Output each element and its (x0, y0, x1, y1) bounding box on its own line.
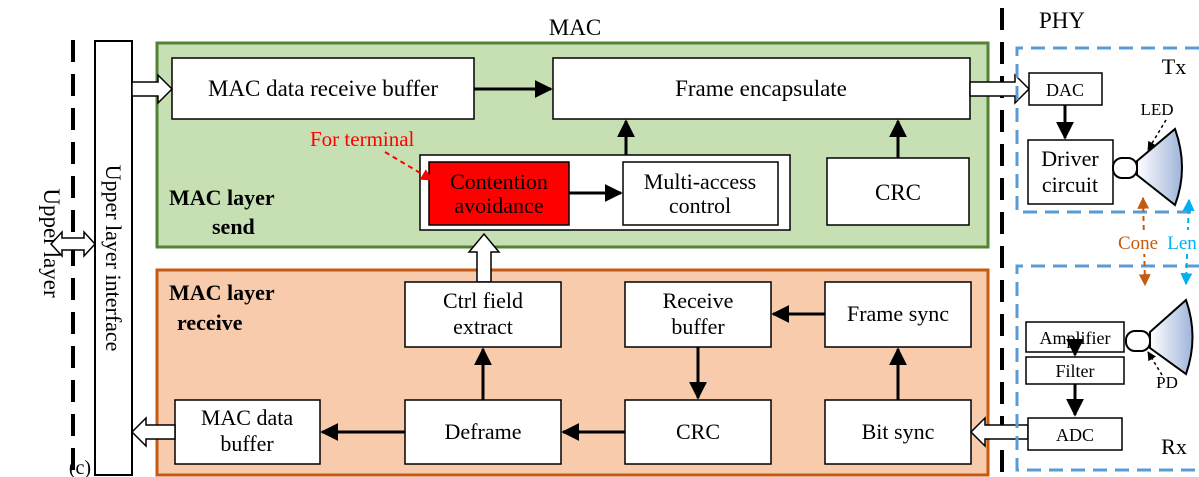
driver-circuit-line2: circuit (1042, 172, 1098, 197)
bit-sync-label: Bit sync (862, 419, 935, 444)
frame-encapsulate-label: Frame encapsulate (675, 76, 847, 101)
deframe-box (404, 399, 562, 465)
multi-access-control-line2: control (669, 193, 731, 218)
driver-circuit-line1: Driver (1041, 146, 1099, 171)
bit-sync-box (824, 399, 972, 465)
filter-label: Filter (1056, 361, 1095, 381)
adc-box (1027, 417, 1123, 451)
hollow-arrow-interface-to-send (131, 73, 174, 105)
contention-avoidance-line2: avoidance (454, 193, 543, 218)
ctrl-field-extract-line1: Ctrl field (443, 288, 523, 313)
phy-tx-label: Tx (1162, 54, 1186, 79)
pd-lens (1149, 298, 1194, 376)
len-label-bg (1165, 230, 1199, 254)
multi-access-control-box (622, 161, 779, 226)
adc-label: ADC (1056, 425, 1094, 445)
pd-detector (1125, 330, 1151, 352)
mac-data-buffer-line1: MAC data (201, 405, 294, 430)
receive-buffer-box (624, 281, 772, 348)
upper-layer-interface-box (94, 40, 133, 476)
ctrl-field-extract-box (404, 281, 562, 348)
pd-label: PD (1156, 373, 1178, 392)
for-terminal-label: For terminal (310, 127, 415, 151)
hollow-arrow-ctrl-to-access (467, 232, 501, 283)
deframe-label: Deframe (445, 419, 522, 444)
mac-data-buffer-line2: buffer (220, 431, 274, 456)
contention-avoidance-line1: Contention (450, 169, 548, 194)
send-crc-box (826, 157, 970, 226)
send-section-label-line1: MAC layer (169, 185, 275, 210)
phy-rx-region (1015, 264, 1199, 472)
ctrl-field-extract-line2: extract (453, 314, 513, 339)
led-label: LED (1140, 100, 1173, 119)
mac-title: MAC (549, 15, 601, 40)
contention-avoidance-box (428, 161, 570, 226)
receive-crc-box (624, 399, 772, 465)
amplifier-label: Amplifier (1040, 328, 1111, 348)
frame-sync-label: Frame sync (847, 301, 949, 326)
receive-buffer-line1: Receive (663, 288, 734, 313)
led-emitter (1112, 157, 1138, 179)
phy-tx-region (1015, 46, 1199, 214)
phy-rx-label: Rx (1161, 434, 1187, 459)
pd-pointer (1147, 351, 1163, 376)
hollow-arrow-phy-to-mac (969, 416, 1029, 448)
phy-title: PHY (1039, 8, 1085, 33)
for-terminal-arrow (384, 151, 434, 181)
receive-buffer-line2: buffer (671, 314, 725, 339)
send-section-label-line2: send (212, 214, 255, 239)
receive-section-label-line1: MAC layer (169, 280, 275, 305)
multi-access-control-line1: Multi-access (644, 169, 756, 194)
send-crc-label: CRC (875, 180, 921, 205)
driver-circuit-box (1027, 139, 1114, 205)
dac-box (1028, 72, 1103, 106)
receive-section-label-line2: receive (177, 310, 243, 335)
mac-data-receive-buffer-label: MAC data receive buffer (208, 76, 438, 101)
cone-label-bg (1113, 230, 1163, 254)
frame-encapsulate-box (552, 57, 971, 120)
cone-label: Cone (1118, 233, 1158, 254)
dac-label: DAC (1046, 80, 1084, 100)
hollow-arrow-mac-to-phy (969, 73, 1031, 105)
receive-crc-label: CRC (676, 419, 720, 444)
len-label: Len (1167, 233, 1197, 254)
panel-tag: (c) (69, 457, 91, 477)
hollow-arrow-receive-to-interface (130, 416, 176, 448)
upper-layer-interface-label: Upper layer interface (101, 165, 126, 352)
cone-arrow (1137, 196, 1151, 287)
led-lens (1136, 127, 1183, 207)
